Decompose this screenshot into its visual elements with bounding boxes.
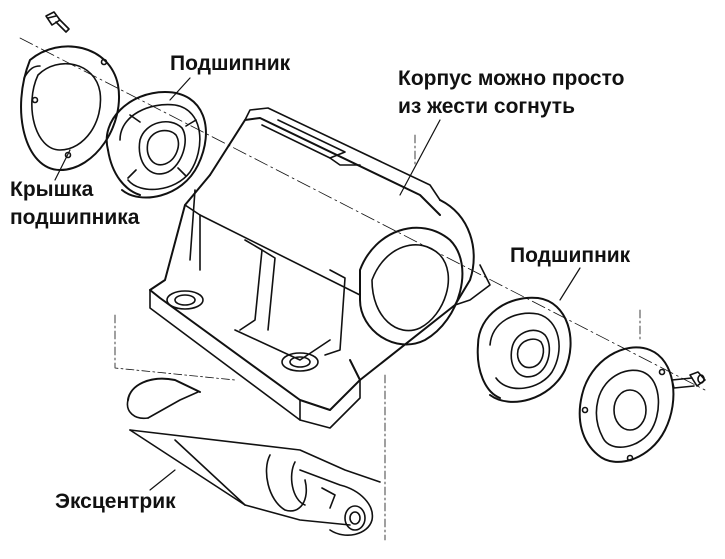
label-bearing-right: Подшипник (510, 244, 631, 267)
screw-top-left (45, 11, 70, 33)
screw-right (671, 371, 706, 389)
label-eccentric: Эксцентрик (55, 490, 176, 513)
label-bearing-top: Подшипник (170, 52, 291, 75)
label-housing-line2: из жести согнуть (398, 95, 575, 118)
alignment-guide-lines (114, 134, 641, 541)
center-axis-line (19, 37, 706, 391)
bearing-cover-right (578, 346, 675, 463)
label-housing: Корпус можно просто из жести согнуть (398, 65, 624, 121)
housing (149, 107, 491, 429)
bearing-right (476, 296, 572, 403)
label-housing-line1: Корпус можно просто (398, 67, 625, 90)
label-cover-line1: Крышка (10, 178, 94, 201)
leader-lines (54, 77, 581, 491)
eccentric-shaft (126, 377, 381, 536)
bearing-top (105, 91, 207, 199)
label-bearing-cover: Крышка подшипника (10, 176, 139, 232)
bearing-cover-left (20, 45, 120, 171)
label-cover-line2: подшипника (10, 206, 140, 229)
